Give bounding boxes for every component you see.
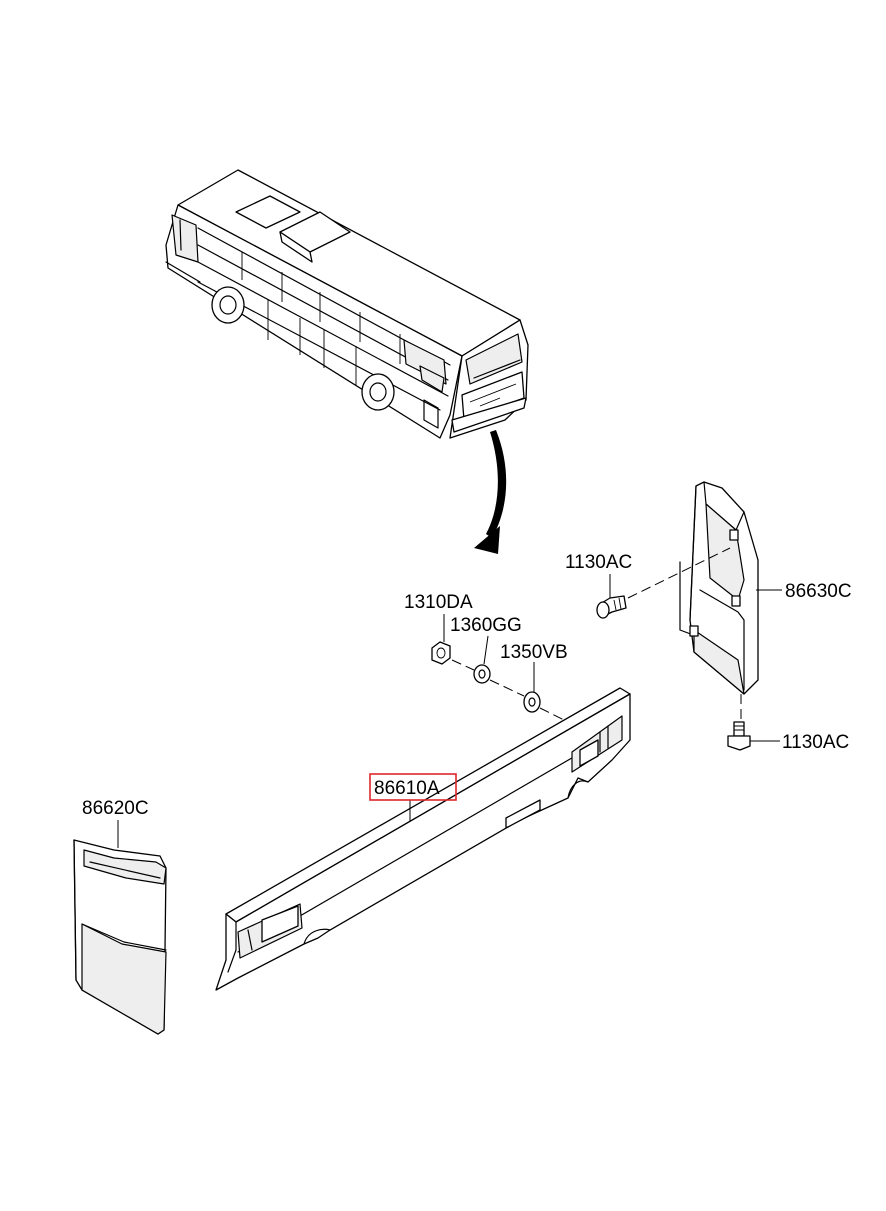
left-end-cap <box>73 839 167 1035</box>
leader-lines <box>117 574 782 848</box>
rear-bumper <box>215 687 631 991</box>
direction-arrow <box>474 430 507 554</box>
screw-lower-icon <box>727 721 751 751</box>
label-left-end-cap[interactable]: 86620C <box>82 798 149 819</box>
highlight-box <box>369 773 457 801</box>
label-rear-bumper[interactable]: 86610A <box>374 778 440 799</box>
label-nut[interactable]: 1310DA <box>404 592 473 613</box>
label-flat-washer[interactable]: 1350VB <box>500 642 568 663</box>
label-spring-washer[interactable]: 1360GG <box>450 615 522 636</box>
label-right-end-cap[interactable]: 86630C <box>785 581 852 602</box>
bus-illustration <box>165 169 529 439</box>
flat-washer-icon <box>523 691 541 713</box>
nut-icon <box>431 641 451 665</box>
label-screw-lower[interactable]: 1130AC <box>782 732 849 753</box>
label-screw-upper[interactable]: 1130AC <box>565 552 632 573</box>
right-end-cap <box>679 481 759 695</box>
screw-upper-icon <box>596 595 627 619</box>
spring-washer-icon <box>473 664 491 684</box>
